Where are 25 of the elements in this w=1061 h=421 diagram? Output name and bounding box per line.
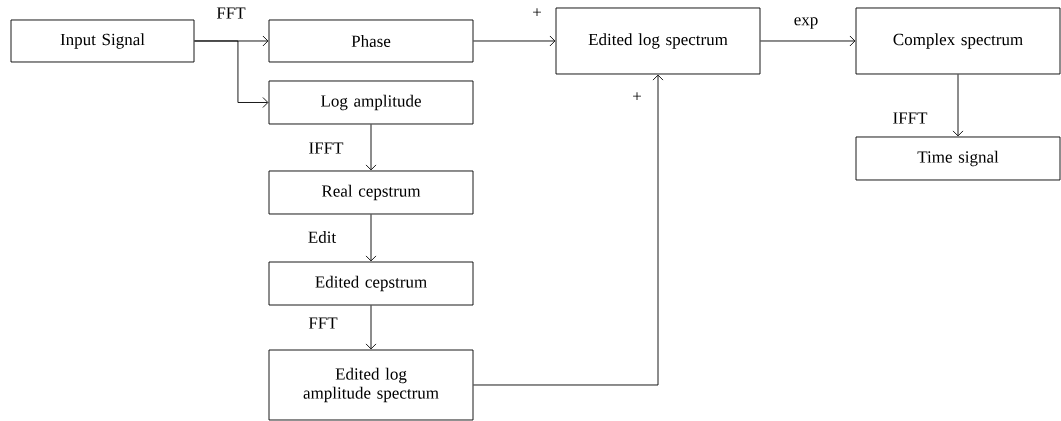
arrow [473, 74, 664, 386]
arrow [365, 214, 377, 262]
arrow [365, 124, 377, 171]
process-box: Edited log spectrum [555, 7, 761, 75]
process-box: Log amplitude [268, 80, 474, 125]
process-box: Edited cepstrum [268, 261, 474, 306]
process-box: Phase [268, 19, 474, 63]
arrow [194, 40, 269, 108]
edge-label: + [531, 7, 543, 19]
arrow [473, 35, 556, 47]
edge-label: exp [792, 16, 820, 30]
arrow [365, 305, 377, 350]
process-box: Edited log amplitude spectrum [268, 349, 474, 421]
edge-label: IFFT [307, 141, 345, 155]
arrow [760, 35, 856, 47]
process-box: Complex spectrum [855, 7, 1061, 75]
edge-label: FFT [307, 316, 339, 330]
edge-label: IFFT [891, 111, 929, 125]
process-box: Real cepstrum [268, 170, 474, 215]
arrow [952, 74, 964, 137]
process-box: Input Signal [10, 19, 195, 63]
edge-label: FFT [215, 6, 247, 20]
edge-label: Edit [306, 230, 338, 244]
edge-label: + [631, 91, 643, 103]
process-box: Time signal [855, 136, 1061, 181]
